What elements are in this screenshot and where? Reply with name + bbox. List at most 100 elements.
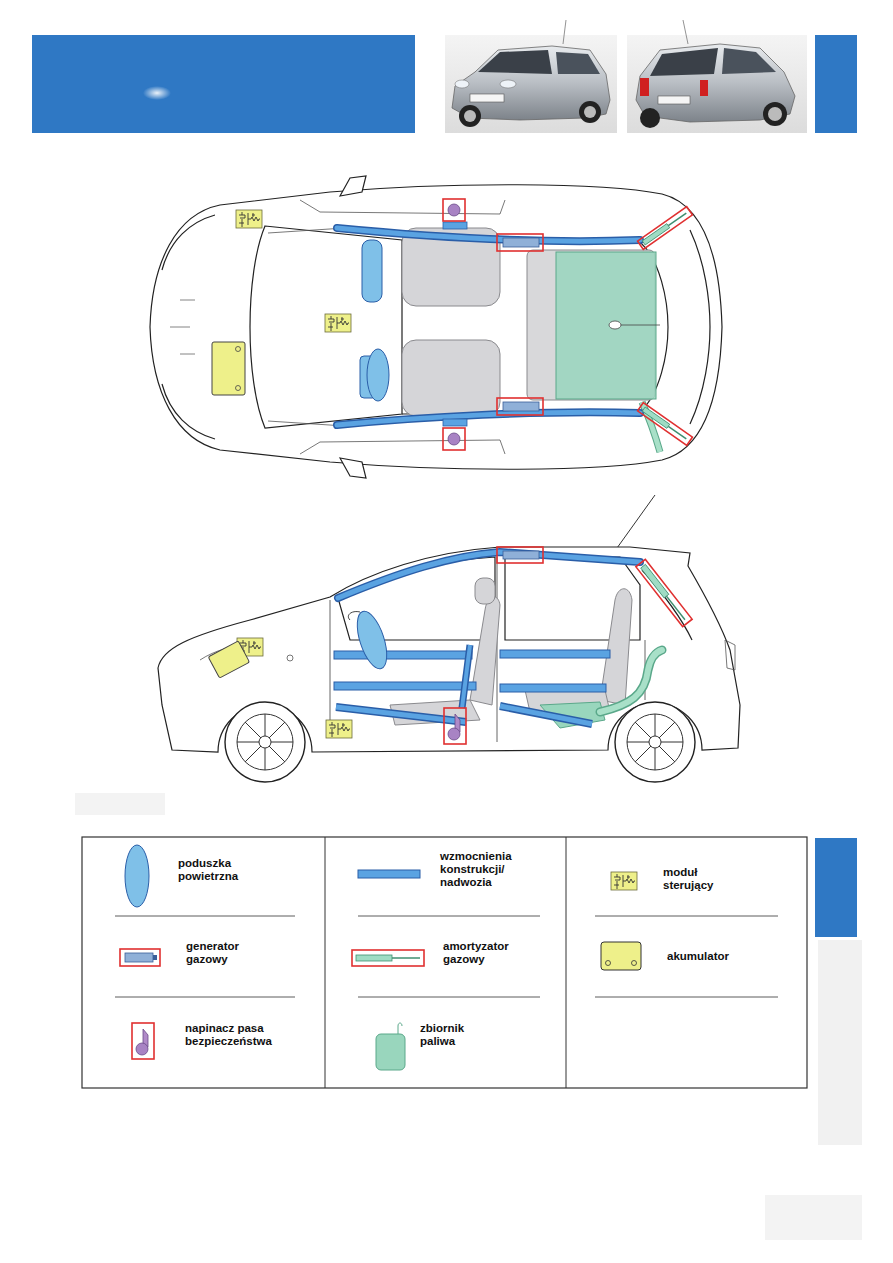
strut-sample (356, 955, 392, 961)
highlight-box (497, 547, 543, 563)
rear-window (650, 48, 718, 76)
airbag (351, 608, 392, 672)
legend-text: wzmocnienia konstrukcji/ nadwozia (440, 850, 512, 889)
leader-line (620, 325, 660, 326)
headlamp (500, 80, 516, 88)
reinforcement-bar (337, 412, 640, 425)
strut-sample (392, 957, 420, 959)
gas-strut (636, 559, 692, 626)
reinforcement-bar (337, 412, 640, 425)
strut-rod (668, 213, 686, 226)
antenna (617, 495, 655, 548)
side-window (556, 52, 600, 74)
wheel (763, 102, 787, 126)
wheel-rim (464, 110, 476, 122)
corner-panel (765, 1195, 862, 1240)
reinforcement-bar (462, 645, 470, 708)
reinforcement-bars (334, 552, 640, 724)
reinforcement-bar (500, 706, 592, 724)
reinforcement-bar (462, 645, 470, 708)
wheel (615, 702, 695, 782)
wheel (640, 108, 660, 128)
control-module (236, 210, 262, 228)
generator-sample-box (120, 949, 160, 966)
gas-generator (503, 551, 539, 559)
mirror (340, 458, 366, 478)
wheel-rim (584, 106, 596, 118)
strut-rod (666, 596, 684, 620)
highlight-box (636, 559, 692, 626)
generator-sample (153, 955, 157, 960)
reinforcement-bar (500, 706, 592, 724)
legend-text: zbiornik paliwa (420, 1022, 464, 1048)
front-seat (402, 340, 500, 416)
highlight-box (497, 234, 543, 251)
legend-divider (325, 837, 326, 1088)
header-glow (143, 86, 171, 100)
legend-rule (595, 916, 778, 917)
tail-lamp (700, 80, 708, 96)
tail-lamp (640, 78, 649, 96)
tailgate-line (690, 230, 710, 424)
strut-body (642, 224, 669, 245)
highlight-box (497, 398, 543, 415)
tyre (615, 702, 695, 782)
legend-text: poduszka powietrzna (178, 857, 238, 883)
windscreen (478, 50, 552, 74)
tyre (225, 702, 305, 782)
legend-rule (358, 997, 540, 998)
gas-generator (503, 402, 539, 411)
battery-terminal (236, 347, 241, 352)
airbag (367, 349, 389, 401)
gas-generator (503, 238, 539, 247)
number-plate (470, 94, 504, 102)
strut-body (642, 407, 669, 428)
legend-frame (82, 837, 807, 1088)
reinforcement-bar (334, 682, 476, 690)
car-body (636, 44, 795, 122)
gas-strut (638, 207, 693, 250)
control-module (325, 314, 351, 332)
battery-terminal (236, 386, 241, 391)
headrest (475, 578, 495, 604)
reinforcement-sample (358, 870, 420, 878)
legend-text: generator gazowy (186, 940, 239, 966)
belt-tensioner (448, 204, 460, 216)
legend-rule (358, 916, 540, 917)
photo-ground (445, 35, 617, 133)
photo-ground (627, 35, 807, 133)
strut-rod (668, 426, 686, 439)
faint-patch (75, 793, 165, 815)
reinforcement-bar (338, 552, 640, 598)
legend-rule (115, 916, 295, 917)
car-outline (150, 185, 722, 470)
side-marker (287, 655, 293, 661)
antenna-base (609, 321, 621, 329)
belt-tensioner (444, 708, 466, 744)
number-plate (658, 96, 690, 104)
car-photo-rear (627, 20, 807, 133)
legend-text: amortyzator gazowy (443, 940, 509, 966)
car-photo-front (445, 20, 617, 133)
highlight-box (638, 207, 693, 250)
side-tab (815, 35, 857, 133)
highlight-box (443, 428, 465, 450)
reinforcement-bar (336, 707, 466, 722)
strut-body (641, 564, 669, 598)
mirror (340, 176, 366, 196)
wheel (579, 101, 601, 123)
legend-text: napinacz pasa bezpieczeństwa (185, 1022, 272, 1048)
gas-strut (638, 403, 693, 446)
reinforcement-bar (500, 684, 606, 692)
top-view (150, 176, 722, 478)
rim (237, 714, 293, 770)
airbag (362, 240, 382, 302)
strut-sample-box (352, 950, 424, 966)
highlight-box (443, 199, 465, 221)
control-module (326, 720, 352, 738)
legend-text: moduł sterujący (663, 866, 714, 892)
fuel-tank (556, 252, 656, 399)
fuel-tank-sample (376, 1034, 405, 1070)
